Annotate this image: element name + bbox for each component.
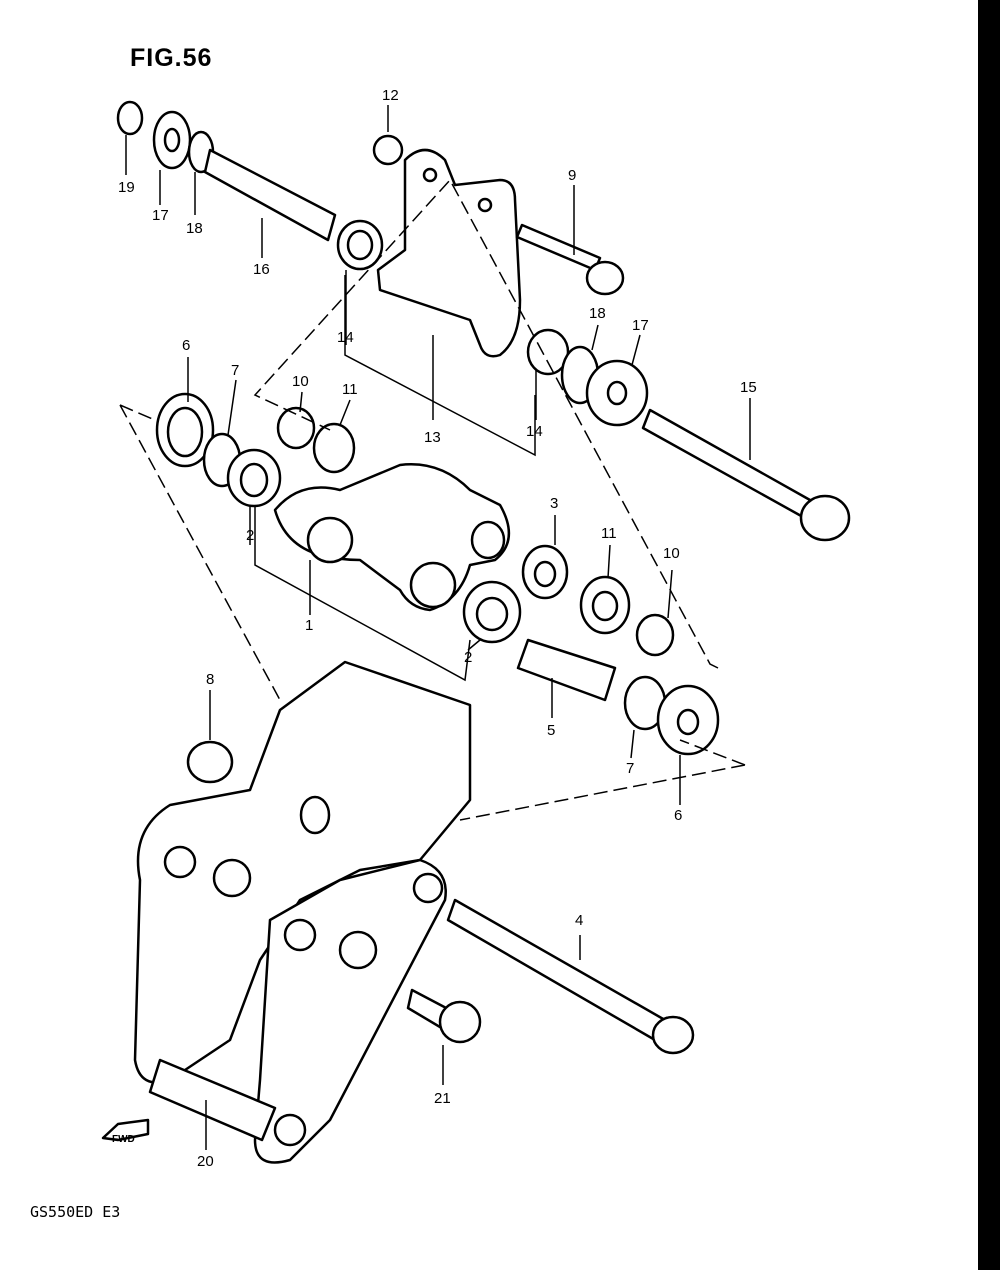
part-12-nut bbox=[372, 134, 404, 166]
part-2-bearing-left-bore bbox=[239, 462, 269, 498]
callout-11-left: 11 bbox=[342, 381, 358, 398]
part-15-bolt bbox=[641, 408, 851, 542]
figure-title: FIG.56 bbox=[130, 44, 213, 72]
callout-14-lower: 14 bbox=[526, 423, 543, 440]
bracket-20-hole-e bbox=[412, 872, 444, 904]
part-1-lever bbox=[273, 463, 511, 612]
part-17-washer-right-hole bbox=[606, 380, 628, 406]
bracket-13-hole-a bbox=[422, 167, 438, 183]
callout-14-upper: 14 bbox=[337, 329, 354, 346]
bracket-20-crossbar bbox=[148, 1058, 277, 1142]
part-9-bolt bbox=[515, 223, 625, 296]
part-20-bracket bbox=[133, 660, 472, 1164]
lever-1-eye-b bbox=[470, 520, 506, 560]
callout-6-right: 6 bbox=[674, 807, 682, 824]
part-6-seal-right-hole bbox=[676, 708, 700, 736]
part-10-cap-right bbox=[635, 613, 675, 657]
bracket-20-hole-b bbox=[212, 858, 252, 898]
part-11-bearing-right-bore bbox=[591, 590, 619, 622]
bracket-20-hole-a bbox=[163, 845, 197, 879]
page-edge-bar bbox=[978, 0, 1000, 1270]
callout-2-left: 2 bbox=[246, 527, 254, 544]
part-5-sleeve bbox=[516, 638, 617, 702]
callout-16: 16 bbox=[253, 261, 270, 278]
callout-12: 12 bbox=[382, 87, 399, 104]
callout-11-right: 11 bbox=[601, 525, 617, 542]
bracket-20-plate-a bbox=[133, 660, 472, 1084]
callout-19: 19 bbox=[118, 179, 135, 196]
callout-17-right: 17 bbox=[632, 317, 649, 334]
part-13-bracket bbox=[376, 148, 570, 376]
bracket-13-hole-b bbox=[477, 197, 493, 213]
part-3-bearing-bore bbox=[533, 560, 557, 588]
callout-8: 8 bbox=[206, 671, 214, 688]
bracket-13-body bbox=[376, 148, 522, 358]
fwd-label: FWD bbox=[112, 1134, 135, 1145]
callout-10-right: 10 bbox=[663, 545, 680, 562]
bracket-20-boss bbox=[299, 795, 331, 835]
bracket-20-hole-f bbox=[273, 1113, 307, 1147]
part-14-bearing-lower bbox=[526, 328, 570, 376]
part-6-seal-left-inner bbox=[166, 406, 204, 458]
callout-15: 15 bbox=[740, 379, 757, 396]
bolt-21-head bbox=[438, 1000, 482, 1044]
part-14-bearing-bore bbox=[346, 229, 374, 261]
part-4-bolt bbox=[446, 898, 695, 1055]
callout-10-left: 10 bbox=[292, 373, 309, 390]
part-2-bearing-right-bore bbox=[475, 596, 509, 632]
leader-lines bbox=[119, 105, 751, 1150]
callout-1: 1 bbox=[305, 617, 313, 634]
part-8-nut bbox=[186, 740, 234, 784]
callout-9: 9 bbox=[568, 167, 576, 184]
callout-3: 3 bbox=[550, 495, 558, 512]
callout-17: 17 bbox=[152, 207, 169, 224]
part-callouts: 19 17 18 16 12 9 14 13 14 18 17 15 6 7 1… bbox=[118, 87, 757, 1170]
bolt-9-shank bbox=[515, 223, 602, 272]
fwd-arrow bbox=[101, 1118, 150, 1142]
bracket-20-hole-d bbox=[338, 930, 378, 970]
callout-2-right: 2 bbox=[464, 649, 472, 666]
part-19-nut bbox=[116, 100, 144, 136]
part-11-bearing-left bbox=[312, 422, 356, 474]
bolt-9-head bbox=[585, 260, 625, 296]
bolt-4-head bbox=[651, 1015, 695, 1055]
callout-4: 4 bbox=[575, 912, 583, 929]
callout-5: 5 bbox=[547, 722, 555, 739]
callout-7-left: 7 bbox=[231, 362, 239, 379]
bracket-20-hole-c bbox=[283, 918, 317, 952]
part-21-bolt bbox=[406, 988, 482, 1044]
lever-1-eye-a bbox=[306, 516, 354, 564]
part-16-shaft bbox=[203, 148, 337, 242]
callout-18: 18 bbox=[186, 220, 203, 237]
callout-20: 20 bbox=[197, 1153, 214, 1170]
callout-7-right: 7 bbox=[626, 760, 634, 777]
bolt-15-head bbox=[799, 494, 851, 542]
callout-18-right: 18 bbox=[589, 305, 606, 322]
callout-13: 13 bbox=[424, 429, 441, 446]
part-17-hole bbox=[163, 127, 181, 153]
bolt-15-shank bbox=[641, 408, 812, 519]
upper-shaft-assembly bbox=[116, 100, 384, 271]
callout-6-left: 6 bbox=[182, 337, 190, 354]
lever-1-eye-c bbox=[409, 561, 457, 609]
model-code: GS550ED E3 bbox=[30, 1203, 121, 1221]
callout-21: 21 bbox=[434, 1090, 451, 1107]
